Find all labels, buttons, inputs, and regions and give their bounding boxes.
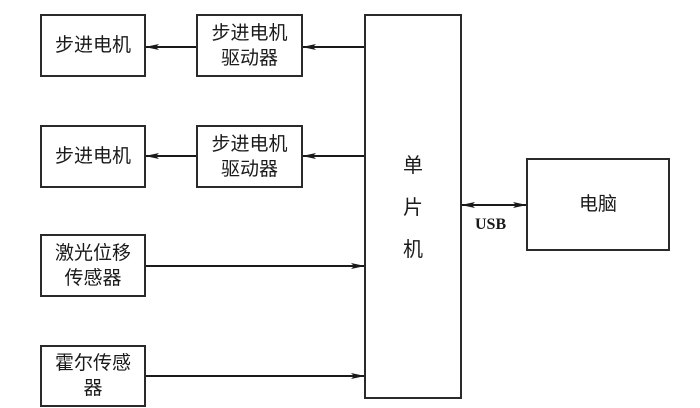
hall-sensor-label-line1: 霍尔传感 [54, 352, 131, 374]
stepper-driver-1-label-line2: 驱动器 [220, 46, 278, 69]
pc-label: 电脑 [578, 193, 617, 215]
stepper-driver-1-box: 步进电机 驱动器 [196, 14, 303, 77]
stepper-motor-1-label: 步进电机 [54, 34, 131, 56]
laser-sensor-label-line1: 激光位移 [54, 241, 131, 264]
stepper-driver-2-box: 步进电机 驱动器 [196, 125, 303, 188]
hall-sensor-label-line2: 器 [83, 377, 103, 399]
laser-displacement-sensor-box: 激光位移 传感器 [40, 234, 146, 297]
mcu-box: 单 片 机 [364, 14, 462, 399]
stepper-motor-2-box: 步进电机 [40, 125, 146, 188]
mcu-label-char-3: 机 [403, 236, 423, 261]
stepper-driver-1-label-line1: 步进电机 [211, 21, 288, 44]
laser-sensor-label-line2: 传感器 [64, 266, 122, 289]
usb-label: USB [475, 216, 507, 233]
pc-box: 电脑 [526, 158, 670, 251]
mcu-label-char-2: 片 [403, 194, 423, 219]
hall-sensor-box: 霍尔传感 器 [40, 345, 146, 407]
stepper-driver-2-label-line1: 步进电机 [211, 132, 288, 155]
stepper-driver-2-label-line2: 驱动器 [220, 157, 278, 180]
mcu-label-char-1: 单 [403, 152, 423, 177]
stepper-motor-1-box: 步进电机 [40, 14, 146, 77]
stepper-motor-2-label: 步进电机 [54, 145, 131, 167]
